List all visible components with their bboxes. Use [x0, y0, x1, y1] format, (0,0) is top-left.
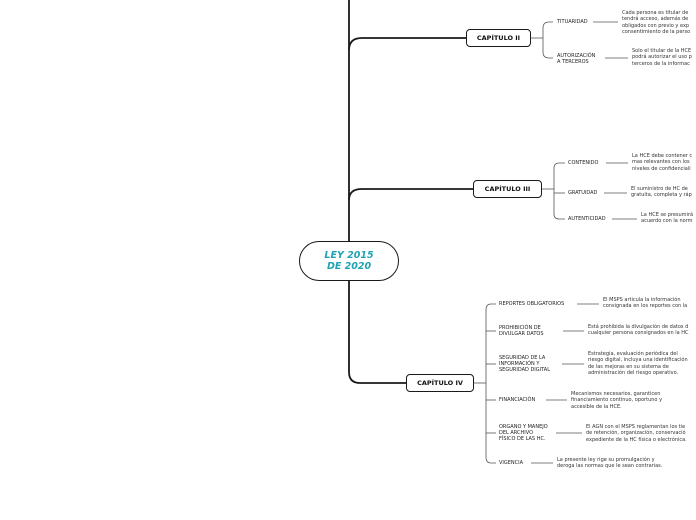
root-title-line1: LEY 2015 [324, 250, 374, 261]
topic-description: Está prohibida la divulgación de datos d… [588, 324, 689, 337]
root-title-line2: DE 2020 [326, 261, 372, 272]
topic-label[interactable]: REPORTES OBLIGATORIOS [499, 301, 565, 307]
topic-label[interactable]: TITUARIDAD [557, 19, 588, 25]
topic-label[interactable]: FINANCIACIÓN [499, 397, 536, 403]
chapter-node[interactable]: CAPÍTULO IV [406, 374, 474, 392]
topic-label[interactable]: CONTENIDO [568, 160, 599, 166]
topic-label[interactable]: GRATUIDAD [568, 190, 598, 196]
topic-label[interactable]: VIGENCIA [499, 460, 524, 466]
chapter-node[interactable]: CAPÍTULO III [473, 180, 542, 198]
root-node[interactable]: LEY 2015 DE 2020 [299, 241, 399, 281]
topic-label[interactable]: AUTENTICIDAD [568, 216, 606, 222]
chapter-node[interactable]: CAPÍTULO II [466, 29, 531, 47]
